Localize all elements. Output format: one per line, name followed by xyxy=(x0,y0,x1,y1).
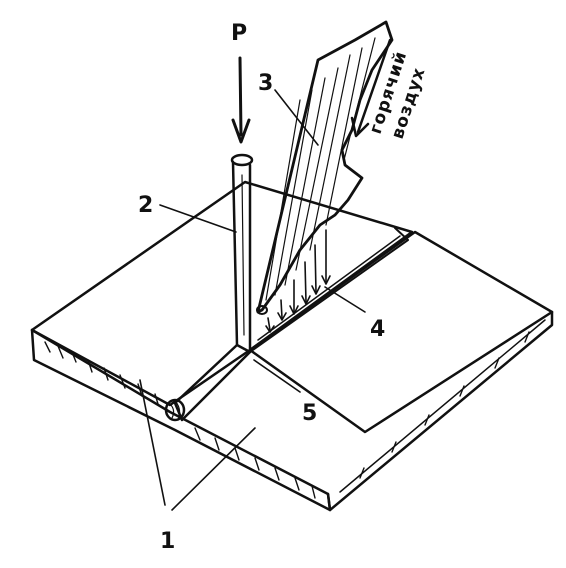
force-arrow: P xyxy=(231,21,251,144)
left-sheet-top xyxy=(30,180,414,407)
plastic-sheets xyxy=(30,180,554,512)
groove-edge xyxy=(249,227,409,353)
left-sheet-edge xyxy=(30,328,332,512)
callout-seam: 5 xyxy=(302,401,317,426)
callout-nozzle: 3 xyxy=(258,71,273,96)
callout-rod: 2 xyxy=(138,193,153,218)
rod-end xyxy=(230,153,254,167)
callout-sheets: 1 xyxy=(160,529,175,554)
leader-lines xyxy=(139,89,366,511)
seam-end xyxy=(164,398,186,422)
filler-rod xyxy=(164,153,254,422)
force-label: P xyxy=(231,21,247,46)
hot-air-nozzle xyxy=(256,20,394,333)
callout-groove: 4 xyxy=(370,317,385,342)
air-jet-arrows xyxy=(265,229,331,333)
right-sheet-top xyxy=(248,230,554,434)
